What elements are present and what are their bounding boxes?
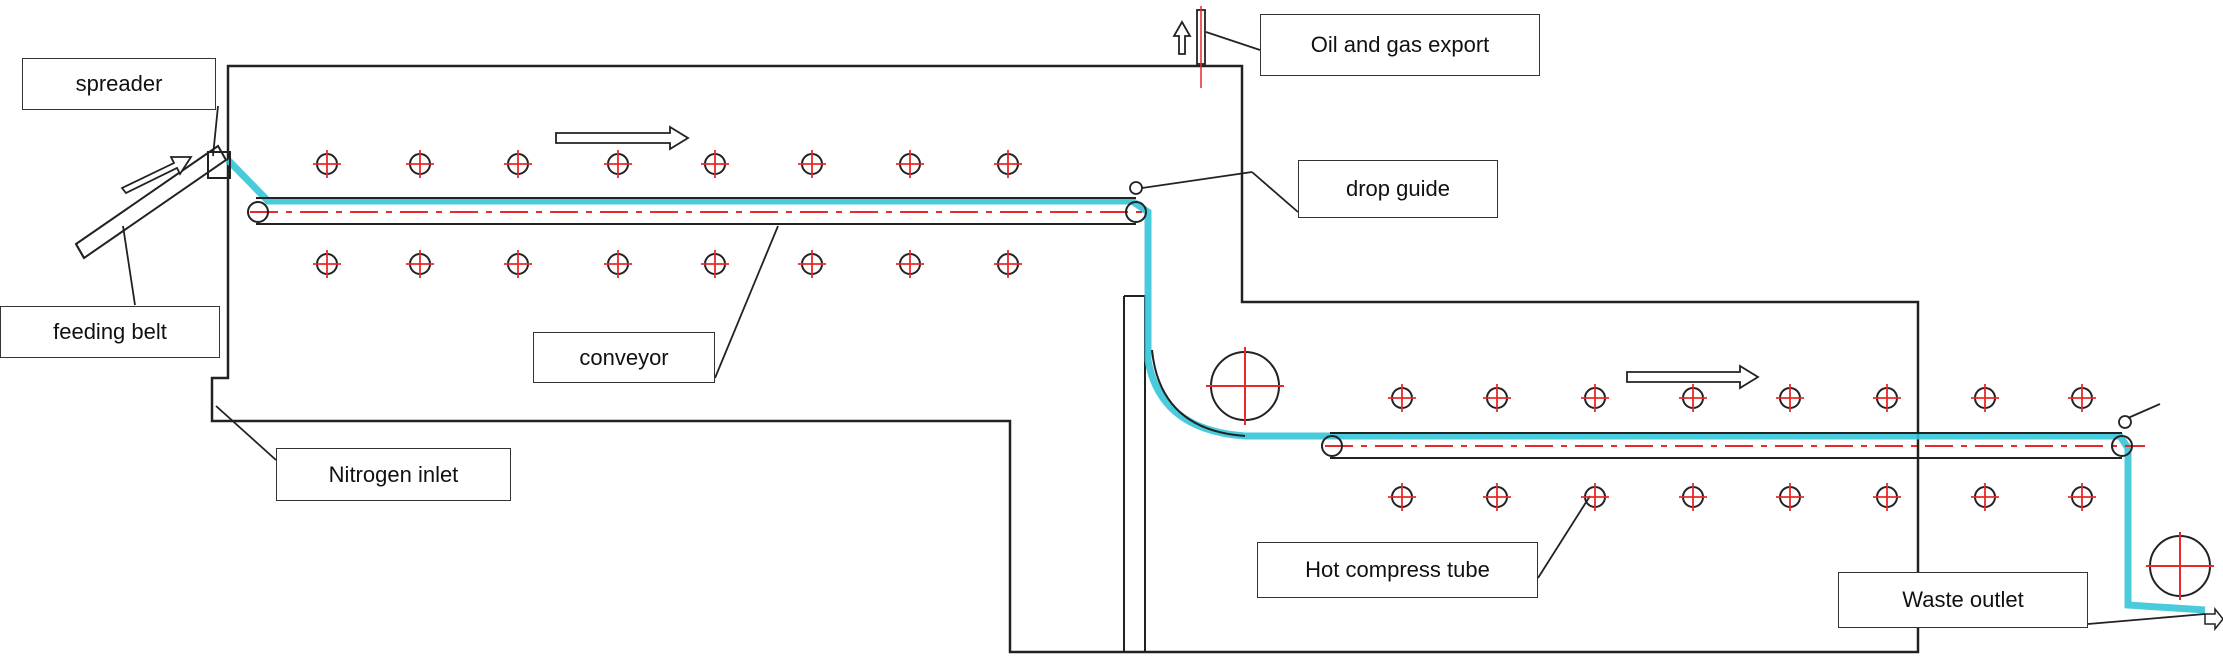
- upper-roller-left: [247, 201, 269, 223]
- hot-compress-tube: [1679, 384, 1707, 412]
- hot-compress-tube: [798, 150, 826, 178]
- chamber-outline: [210, 64, 1920, 654]
- hot-compress-tube: [701, 150, 729, 178]
- hot-compress-tube: [604, 250, 632, 278]
- label-waste-outlet: Waste outlet: [1838, 572, 2088, 628]
- oil-gas-pipe: [1196, 6, 1206, 88]
- hot-compress-tube: [406, 150, 434, 178]
- spreader-box: [207, 151, 231, 179]
- drop-guide-upper: [1129, 181, 1143, 195]
- hot-compress-tube: [504, 150, 532, 178]
- flow-arrow-oil-up: [1172, 20, 1192, 55]
- hot-compress-tube: [994, 250, 1022, 278]
- upper-roller-right: [1125, 201, 1147, 223]
- hot-compress-tube: [2068, 483, 2096, 511]
- label-nitrogen-inlet: Nitrogen inlet: [276, 448, 511, 501]
- flow-arrow-waste: [2204, 606, 2223, 632]
- hot-compress-tube: [1388, 483, 1416, 511]
- hot-compress-tube: [1873, 483, 1901, 511]
- hot-compress-tube: [2068, 384, 2096, 412]
- hot-compress-tube: [313, 150, 341, 178]
- flow-arrow-feed: [120, 156, 193, 195]
- big-roller-middle: [1206, 347, 1284, 425]
- hot-compress-tube: [1776, 384, 1804, 412]
- hot-compress-tube: [701, 250, 729, 278]
- hot-compress-tube: [1776, 483, 1804, 511]
- label-conveyor: conveyor: [533, 332, 715, 383]
- label-drop-guide: drop guide: [1298, 160, 1498, 218]
- hot-compress-tube: [1971, 483, 1999, 511]
- hot-compress-tube: [896, 250, 924, 278]
- hot-compress-tube: [1581, 483, 1609, 511]
- hot-compress-tube: [1679, 483, 1707, 511]
- hot-compress-tube: [313, 250, 341, 278]
- label-feeding-belt: feeding belt: [0, 306, 220, 358]
- hot-compress-tube: [1873, 384, 1901, 412]
- hot-compress-tube: [994, 150, 1022, 178]
- lower-roller-right: [2111, 435, 2133, 457]
- lower-roller-left: [1321, 435, 1343, 457]
- hot-compress-tube: [896, 150, 924, 178]
- leader-lines: [122, 31, 2206, 625]
- label-spreader: spreader: [22, 58, 216, 110]
- hot-compress-tube: [1483, 483, 1511, 511]
- upper-belt-material: [225, 157, 2206, 614]
- hot-compress-tube: [1581, 384, 1609, 412]
- hot-compress-tube: [1483, 384, 1511, 412]
- label-oil-gas-export: Oil and gas export: [1260, 14, 1540, 76]
- label-hot-compress-tube: Hot compress tube: [1257, 542, 1538, 598]
- waste-outlet-roller: [2146, 532, 2214, 600]
- flow-arrow-upper: [555, 125, 690, 151]
- hot-compress-tubes: [313, 150, 2096, 511]
- hot-compress-tube: [406, 250, 434, 278]
- hot-compress-tube: [1388, 384, 1416, 412]
- feeding-belt-shape: [74, 144, 228, 260]
- flow-arrow-lower: [1626, 364, 1760, 390]
- hot-compress-tube: [604, 150, 632, 178]
- hot-compress-tube: [504, 250, 532, 278]
- hot-compress-tube: [798, 250, 826, 278]
- drop-chute: [1123, 295, 1146, 652]
- transfer-curve: [1151, 349, 1246, 437]
- drop-guide-lower: [2118, 415, 2132, 429]
- hot-compress-tube: [1971, 384, 1999, 412]
